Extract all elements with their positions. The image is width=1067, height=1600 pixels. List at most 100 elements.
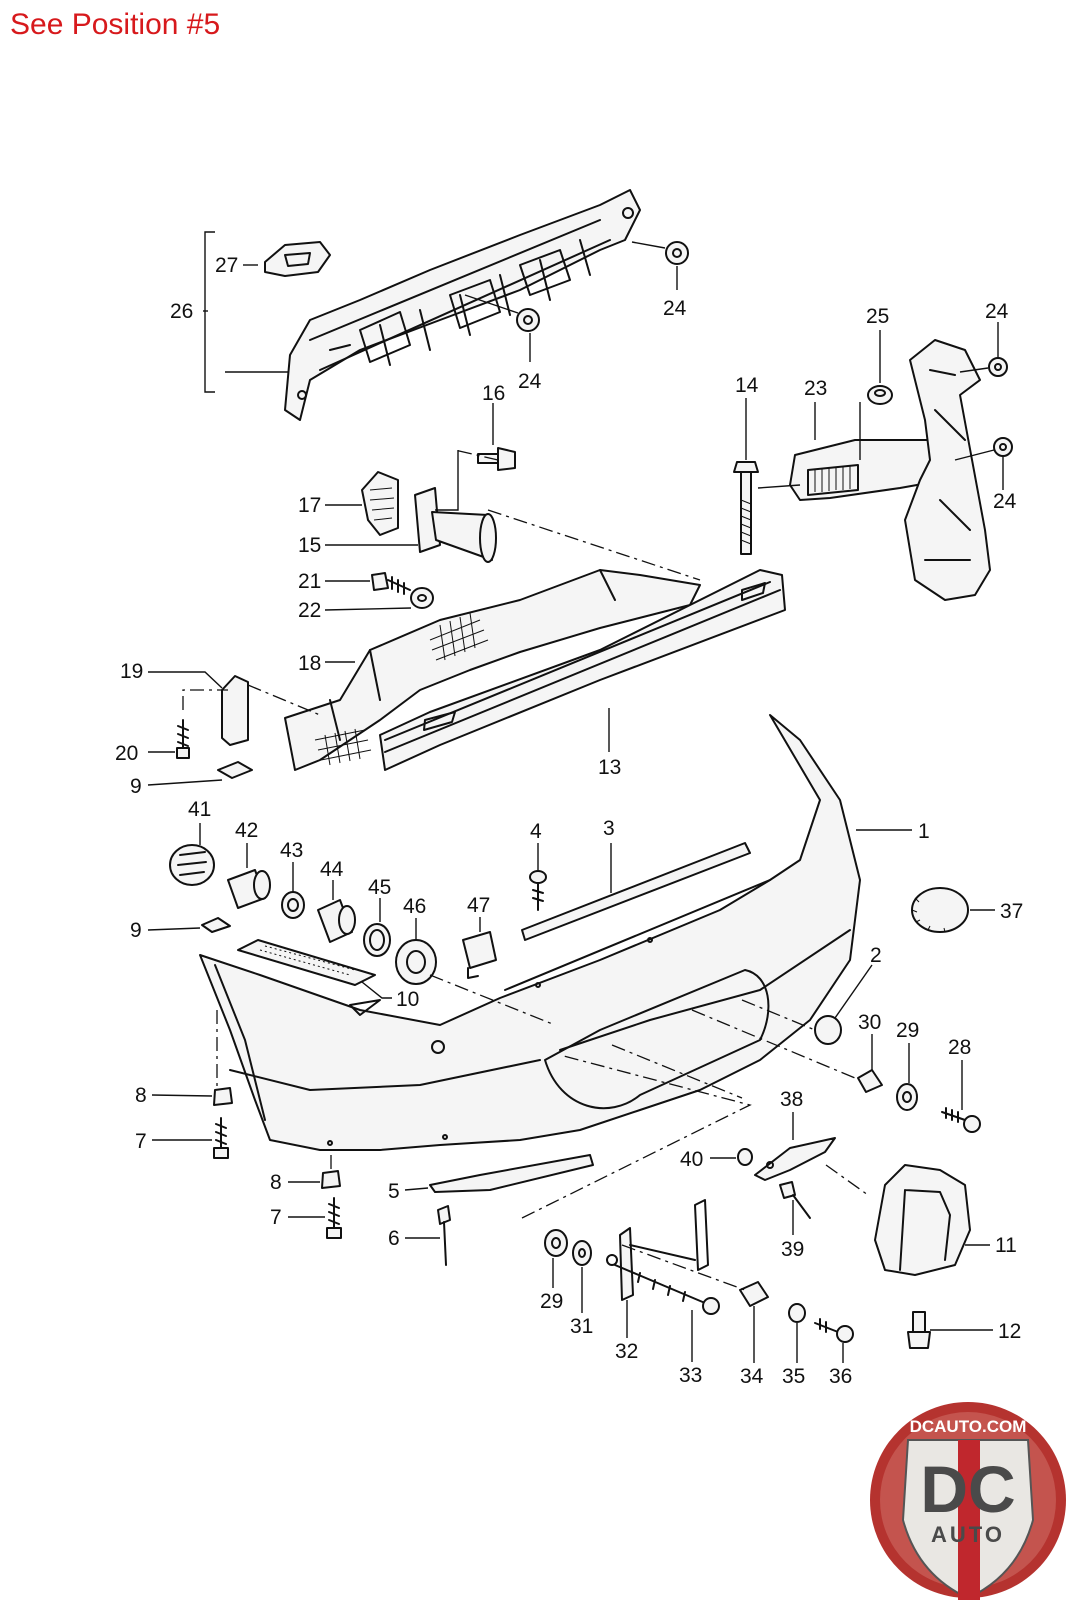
nut-8-a — [213, 1087, 233, 1106]
logo-brand-text: DCAUTO.COM — [910, 1417, 1027, 1436]
label-39: 39 — [781, 1238, 804, 1261]
sensor-housing-42 — [227, 869, 271, 909]
label-27: 27 — [215, 254, 238, 277]
label-22: 22 — [298, 599, 321, 622]
sensor-41 — [169, 844, 215, 886]
bolt-14 — [733, 461, 759, 555]
label-33: 33 — [679, 1364, 702, 1387]
part-labels: 1 2 3 4 5 6 7 7 8 8 9 9 10 11 12 13 14 1… — [115, 254, 1023, 1388]
label-21: 21 — [298, 570, 321, 593]
clip-9-b — [201, 917, 231, 933]
label-8b: 8 — [270, 1171, 282, 1194]
nut-34 — [739, 1281, 769, 1307]
upper-bumper-bracket — [284, 189, 641, 421]
label-2: 2 — [870, 944, 882, 967]
cover-37 — [911, 887, 969, 933]
label-43: 43 — [280, 839, 303, 862]
label-9a: 9 — [130, 775, 142, 798]
screw-7-a — [213, 1117, 229, 1159]
panel-38 — [754, 1137, 836, 1181]
strip-3 — [521, 842, 751, 941]
logo-mark-text: DC — [920, 1452, 1015, 1526]
label-42: 42 — [235, 819, 258, 842]
label-25: 25 — [866, 305, 889, 328]
label-24a: 24 — [663, 297, 687, 320]
screw-36 — [814, 1318, 854, 1343]
block-11 — [874, 1164, 971, 1276]
label-7a: 7 — [135, 1130, 147, 1153]
label-6: 6 — [388, 1227, 400, 1250]
grommet-25 — [867, 385, 893, 405]
label-45: 45 — [368, 876, 391, 899]
nut-24-b — [516, 308, 540, 332]
label-36: 36 — [829, 1365, 852, 1388]
label-44: 44 — [320, 858, 344, 881]
label-7b: 7 — [270, 1206, 282, 1229]
reflector-10 — [237, 939, 376, 986]
logo-sub-text: AUTO — [931, 1522, 1005, 1547]
plate-17 — [361, 471, 399, 536]
rivet-6 — [437, 1205, 451, 1266]
header-note: See Position #5 — [10, 8, 221, 41]
cap-31 — [572, 1240, 592, 1266]
screw-33 — [614, 1264, 720, 1315]
clip-27 — [264, 241, 331, 277]
label-20: 20 — [115, 742, 138, 765]
label-46: 46 — [403, 895, 426, 918]
bracket-19 — [221, 675, 249, 746]
label-5: 5 — [388, 1180, 400, 1203]
nut-8-b — [321, 1170, 341, 1189]
label-26: 26 — [170, 300, 193, 323]
label-24d: 24 — [993, 490, 1017, 513]
bumper-cover-1 — [199, 714, 861, 1151]
label-37: 37 — [1000, 900, 1023, 923]
label-41: 41 — [188, 798, 211, 821]
washer-29-b — [544, 1229, 568, 1257]
side-bracket-23 — [789, 339, 991, 601]
bracket-32 — [606, 1199, 709, 1301]
label-47: 47 — [467, 894, 490, 917]
washer-29-a — [896, 1083, 918, 1111]
label-15: 15 — [298, 534, 321, 557]
label-38: 38 — [780, 1088, 803, 1111]
clip-39 — [779, 1181, 811, 1219]
label-13: 13 — [598, 756, 621, 779]
label-18: 18 — [298, 652, 321, 675]
clip-9-a — [217, 761, 253, 779]
mount-15 — [414, 487, 497, 563]
label-31: 31 — [570, 1315, 593, 1338]
washer-40 — [737, 1148, 753, 1166]
label-24b: 24 — [518, 370, 542, 393]
bolt-12 — [907, 1311, 931, 1349]
trim-5 — [429, 1154, 594, 1193]
label-8a: 8 — [135, 1084, 147, 1107]
label-24c: 24 — [985, 300, 1009, 323]
label-28: 28 — [948, 1036, 971, 1059]
label-12: 12 — [998, 1320, 1021, 1343]
grommet-46 — [395, 939, 437, 985]
label-35: 35 — [782, 1365, 805, 1388]
screw-21 — [371, 572, 411, 595]
nut-24-c — [988, 357, 1008, 377]
label-29b: 29 — [540, 1290, 563, 1313]
label-23: 23 — [804, 377, 827, 400]
nut-24-d — [993, 437, 1013, 457]
label-19: 19 — [120, 660, 143, 683]
grommet-30 — [857, 1069, 883, 1093]
screw-7-b — [326, 1197, 342, 1239]
label-16: 16 — [482, 382, 505, 405]
module-47 — [462, 931, 497, 979]
label-4: 4 — [530, 820, 542, 843]
screw-20 — [176, 719, 190, 759]
ring-45 — [363, 923, 391, 957]
label-30: 30 — [858, 1011, 881, 1034]
label-40: 40 — [680, 1148, 703, 1171]
label-17: 17 — [298, 494, 321, 517]
label-29a: 29 — [896, 1019, 919, 1042]
cap-2 — [814, 1015, 842, 1045]
absorber-18 — [284, 569, 701, 771]
label-10: 10 — [396, 988, 419, 1011]
screw-28 — [941, 1107, 981, 1133]
label-11: 11 — [995, 1234, 1017, 1257]
